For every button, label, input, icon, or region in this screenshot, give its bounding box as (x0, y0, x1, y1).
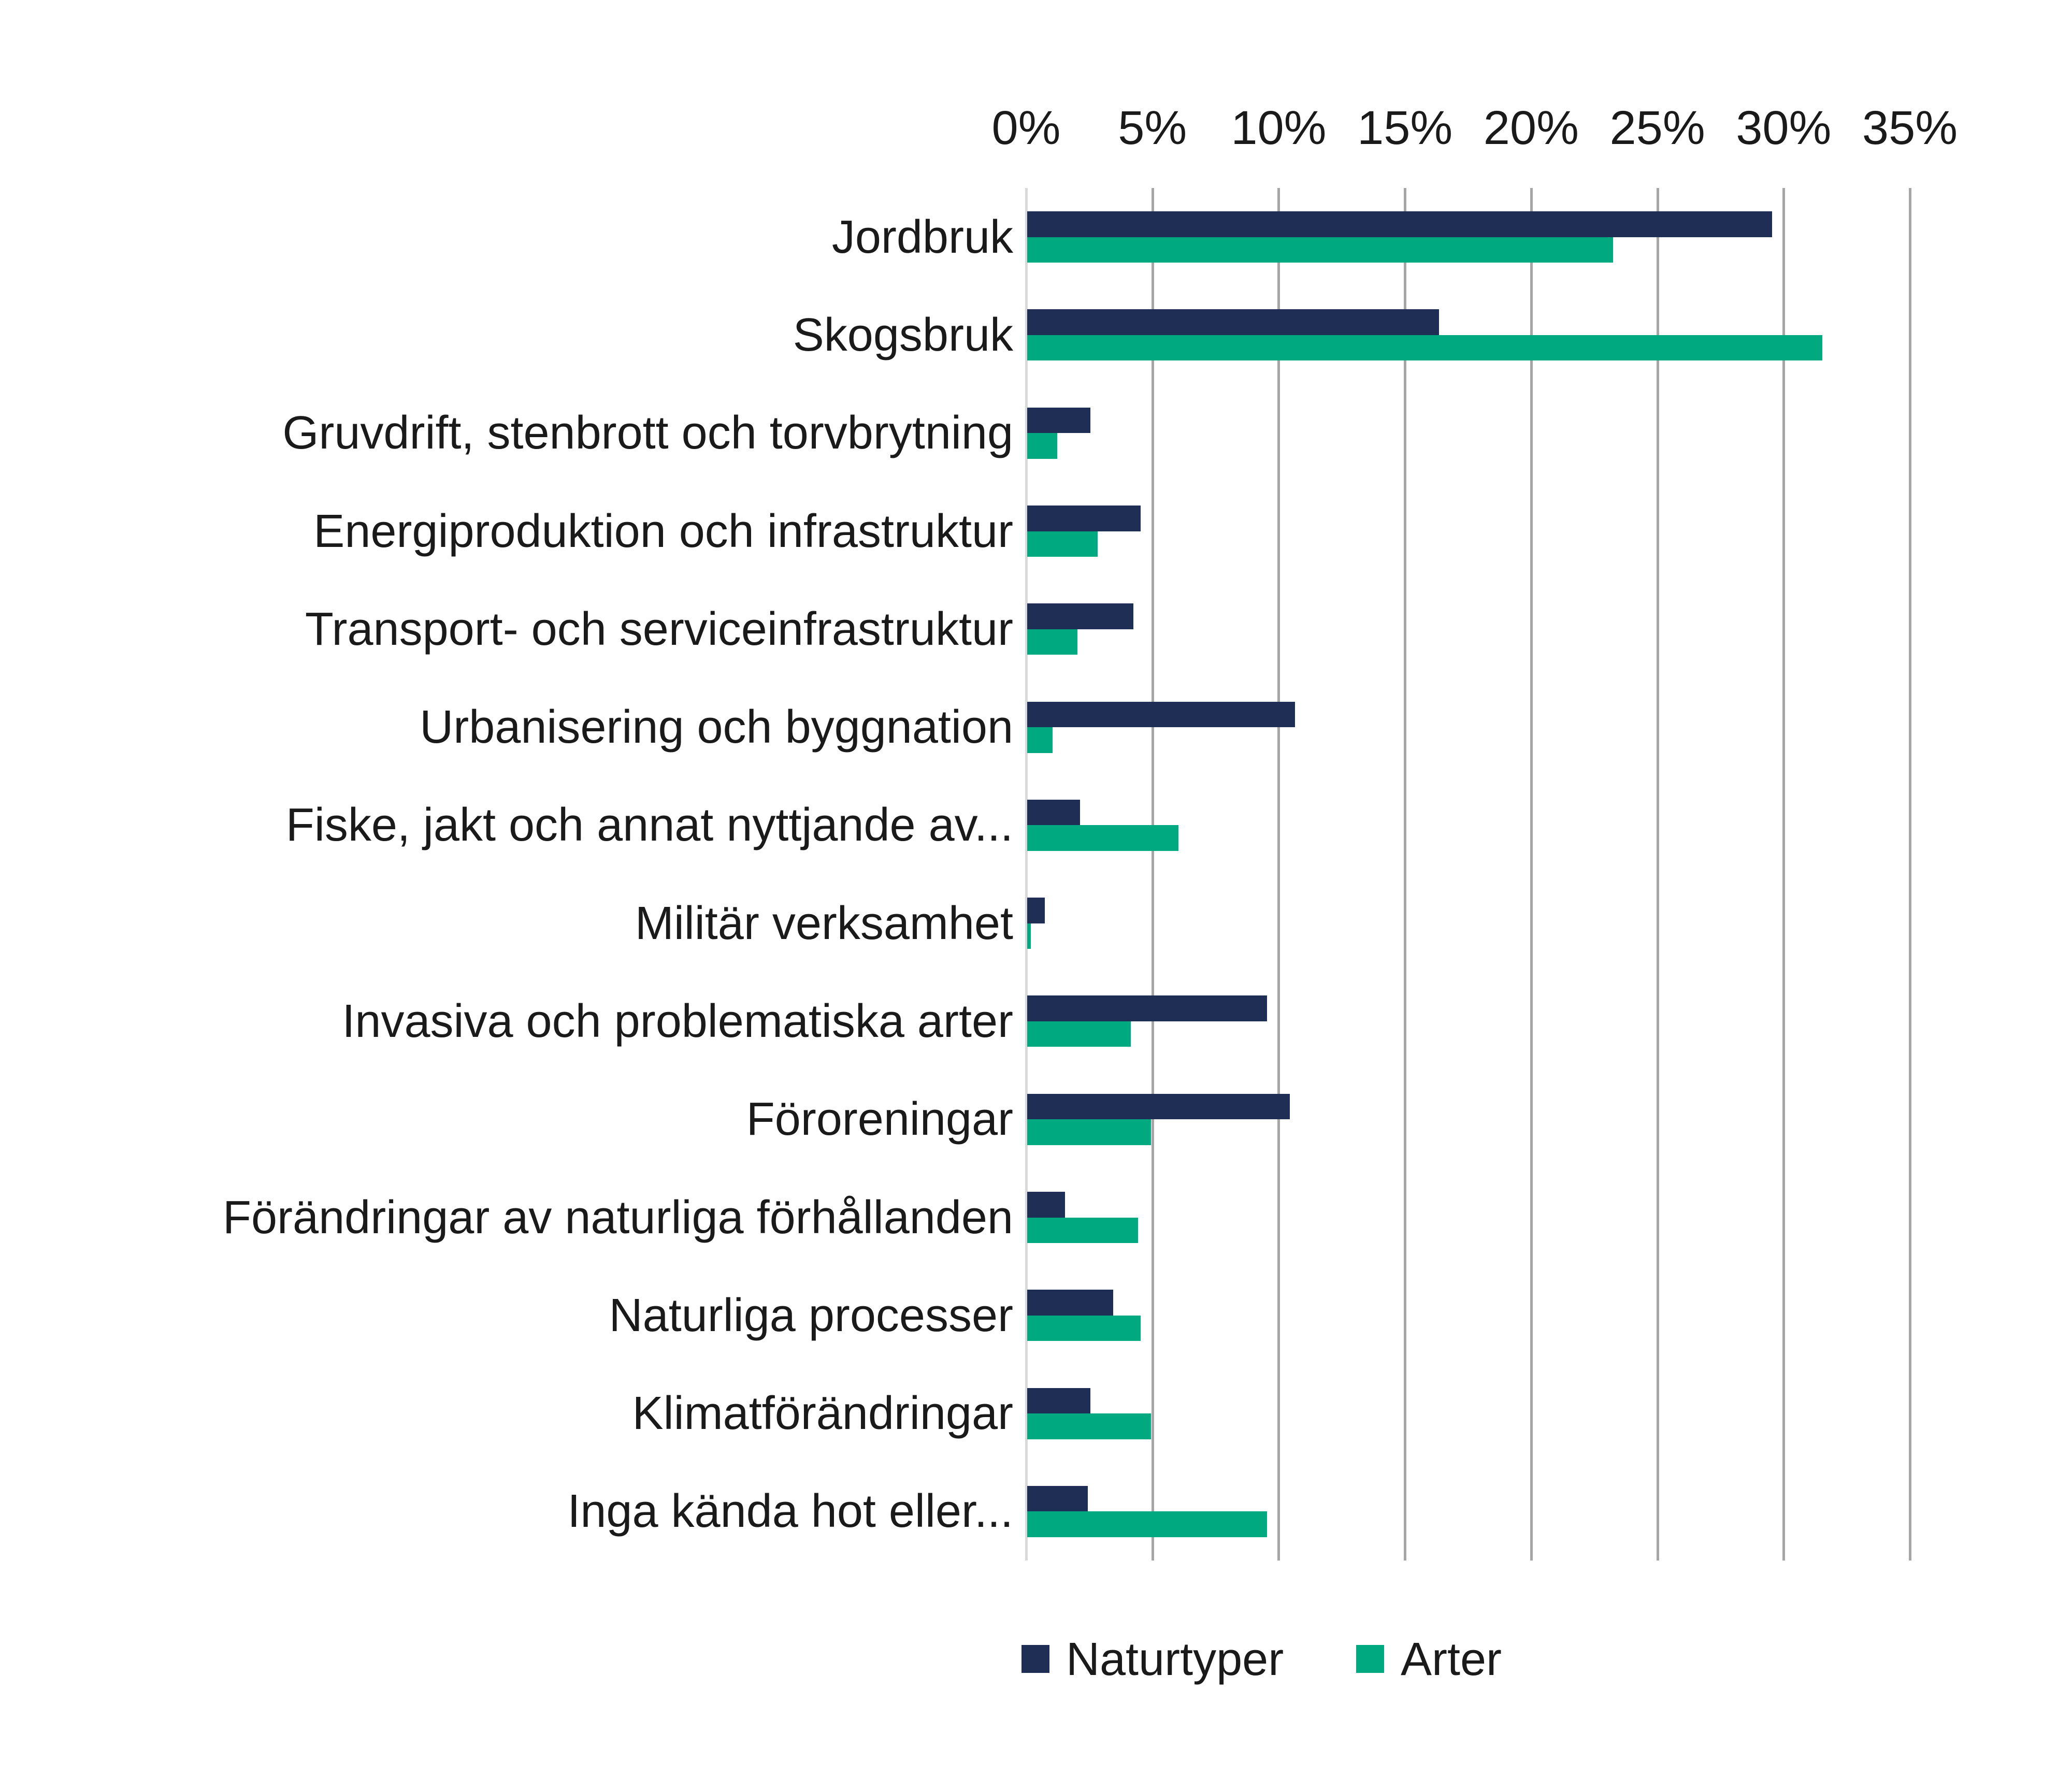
bar-arter-4 (1027, 629, 1078, 655)
bar-arter-8 (1027, 1021, 1131, 1047)
gridline-5 (1151, 188, 1154, 1561)
legend-label-arter: Arter (1401, 1634, 1502, 1685)
gridline-30 (1782, 188, 1786, 1561)
bar-arter-10 (1027, 1217, 1139, 1243)
bar-naturtyper-5 (1027, 701, 1295, 728)
bar-naturtyper-12 (1027, 1388, 1090, 1414)
bar-arter-6 (1027, 825, 1179, 851)
category-label: Urbanisering och byggnation (420, 701, 1013, 754)
gridline-20 (1530, 188, 1533, 1561)
bar-arter-13 (1027, 1511, 1268, 1537)
bar-arter-0 (1027, 237, 1613, 263)
bar-naturtyper-13 (1027, 1485, 1088, 1512)
x-axis-tick-35: 35% (1862, 102, 1958, 154)
category-label: Naturliga processer (609, 1289, 1013, 1341)
x-axis-tick-15: 15% (1357, 102, 1453, 154)
category-label: Jordbruk (831, 211, 1013, 263)
x-axis-tick-20: 20% (1483, 102, 1579, 154)
bar-arter-11 (1027, 1315, 1141, 1341)
category-label: Skogsbruk (793, 309, 1013, 361)
bar-naturtyper-6 (1027, 799, 1081, 826)
category-label: Klimatförändringar (632, 1388, 1013, 1440)
category-label: Förändringar av naturliga förhållanden (223, 1191, 1013, 1244)
x-axis-tick-30: 30% (1736, 102, 1832, 154)
category-label: Fiske, jakt och annat nyttjande av... (285, 799, 1013, 851)
category-label: Inga kända hot eller... (567, 1485, 1013, 1538)
legend-swatch-arter (1356, 1645, 1384, 1673)
category-label: Föroreningar (746, 1093, 1013, 1146)
bar-naturtyper-9 (1027, 1093, 1290, 1120)
x-axis-tick-5: 5% (1118, 102, 1187, 154)
bar-naturtyper-0 (1027, 211, 1772, 237)
gridline-10 (1277, 188, 1280, 1561)
bar-arter-1 (1027, 335, 1823, 361)
bar-naturtyper-3 (1027, 505, 1141, 531)
category-label: Gruvdrift, stenbrott och torvbrytning (282, 407, 1013, 459)
x-axis-tick-0: 0% (991, 102, 1061, 154)
category-label: Energiproduktion och infrastruktur (313, 505, 1013, 557)
bar-naturtyper-2 (1027, 407, 1090, 434)
bar-naturtyper-4 (1027, 603, 1133, 629)
gridline-25 (1656, 188, 1659, 1561)
axis-baseline (1025, 188, 1028, 1561)
bar-arter-12 (1027, 1413, 1151, 1439)
gridline-35 (1909, 188, 1911, 1561)
bar-naturtyper-10 (1027, 1192, 1066, 1218)
category-label: Militär verksamhet (635, 897, 1013, 949)
bar-naturtyper-8 (1027, 995, 1268, 1021)
bar-arter-2 (1027, 433, 1058, 459)
category-label: Transport- och serviceinfrastruktur (305, 603, 1013, 655)
legend-swatch-naturtyper (1021, 1645, 1049, 1673)
legend-label-naturtyper: Naturtyper (1066, 1634, 1284, 1685)
x-axis-tick-25: 25% (1609, 102, 1705, 154)
bar-arter-5 (1027, 727, 1053, 753)
bar-arter-3 (1027, 531, 1098, 557)
gridline-15 (1404, 188, 1407, 1561)
bar-arter-7 (1027, 923, 1031, 949)
category-label: Invasiva och problematiska arter (342, 995, 1013, 1047)
bar-naturtyper-1 (1027, 309, 1439, 335)
bar-arter-9 (1027, 1119, 1151, 1145)
x-axis-tick-10: 10% (1231, 102, 1327, 154)
bar-naturtyper-11 (1027, 1290, 1113, 1316)
bar-naturtyper-7 (1027, 898, 1045, 923)
